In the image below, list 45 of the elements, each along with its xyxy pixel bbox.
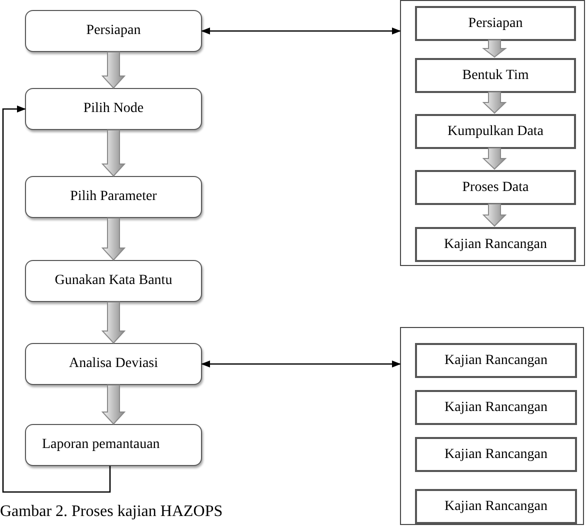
process-box xyxy=(415,343,577,378)
box-label: Kumpulkan Data xyxy=(447,122,544,140)
box-label: Persiapan xyxy=(468,14,523,32)
arrow xyxy=(201,360,401,368)
process-box xyxy=(415,390,577,425)
block-arrow xyxy=(482,204,507,227)
box-label: Kajian Rancangan xyxy=(444,398,548,416)
box-label: Proses Data xyxy=(462,178,529,196)
block-arrow xyxy=(101,130,126,177)
box-label: Laporan pemantauan xyxy=(42,436,160,454)
box-label: Pilih Node xyxy=(83,100,144,118)
box-label: Kajian Rancangan xyxy=(444,498,548,516)
process-box xyxy=(25,424,202,466)
process-box xyxy=(25,10,202,52)
process-box xyxy=(25,88,202,130)
box-label: Gunakan Kata Bantu xyxy=(54,272,172,290)
process-box xyxy=(415,489,577,524)
block-arrow xyxy=(101,52,126,89)
box-label: Kajian Rancangan xyxy=(444,446,548,464)
block-arrow xyxy=(482,40,507,58)
box-label: Pilih Parameter xyxy=(70,188,157,206)
process-box xyxy=(25,176,202,218)
block-arrow xyxy=(101,218,126,261)
block-arrow xyxy=(482,148,507,170)
box-label: Kajian Rancangan xyxy=(444,352,548,370)
block-arrow xyxy=(482,92,507,114)
process-box xyxy=(415,170,576,205)
arrow xyxy=(201,27,401,35)
caption: Gambar 2. Proses kajian HAZOPS xyxy=(0,502,223,522)
process-box xyxy=(25,260,202,302)
box-label: Analisa Deviasi xyxy=(68,355,158,373)
process-box xyxy=(415,227,576,262)
box-label: Kajian Rancangan xyxy=(444,236,547,254)
arrow xyxy=(2,105,111,493)
block-arrow xyxy=(101,384,126,425)
group-box xyxy=(400,327,584,525)
box-label: Persiapan xyxy=(86,22,141,40)
process-box xyxy=(415,58,576,93)
box-label: Bentuk Tim xyxy=(462,66,529,84)
process-box xyxy=(415,6,576,41)
process-box xyxy=(415,437,577,472)
block-arrow xyxy=(101,302,126,344)
process-box xyxy=(25,343,202,385)
group-box xyxy=(400,0,585,266)
process-box xyxy=(415,114,576,149)
